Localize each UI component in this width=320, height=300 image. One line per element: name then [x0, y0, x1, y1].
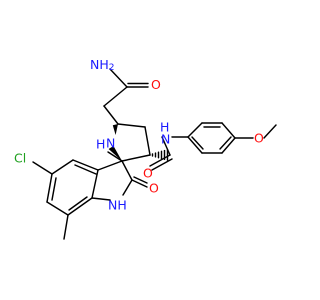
bond: [151, 158, 173, 171]
bond: [51, 177, 57, 201]
methoxyphenyl-ring: [187, 122, 277, 154]
indoline-nh-label: NH: [108, 198, 127, 213]
amide-oxygen-label: O: [151, 77, 161, 92]
oxindole-oxygen-label: O: [149, 181, 159, 196]
wedge-bond: [108, 146, 122, 161]
bond: [131, 179, 148, 188]
pyrrolidine-nitrogen-label: H: [96, 137, 105, 152]
bond: [121, 160, 133, 181]
bond: [91, 197, 111, 201]
pyrrolidine-ring: [107, 123, 151, 162]
carboxamide-oxygen-label: O: [143, 166, 153, 181]
bond: [97, 160, 123, 171]
nh-text: NH: [90, 57, 109, 72]
carboxamide-group: [149, 136, 189, 171]
bond: [68, 196, 88, 211]
bond: [144, 126, 151, 156]
bond: [187, 136, 203, 154]
chloro-label: Cl: [14, 151, 26, 166]
pyrrolidine-nitrogen-label: N: [106, 136, 115, 151]
bond: [161, 136, 171, 156]
bond: [32, 161, 53, 175]
subscript-2: 2: [109, 63, 115, 73]
bond: [46, 201, 69, 216]
bond: [191, 136, 204, 150]
anilide-nitrogen-label: N: [161, 132, 170, 147]
bond: [122, 179, 133, 196]
bond: [221, 137, 236, 154]
bond: [74, 164, 97, 175]
wedge-bond: [112, 124, 118, 135]
bond: [63, 214, 69, 240]
bond: [72, 159, 99, 171]
bond: [121, 154, 151, 162]
bond: [219, 136, 232, 150]
bond: [187, 122, 203, 138]
bond: [109, 68, 128, 88]
amide-nh2-label: NH2: [90, 57, 114, 74]
bond: [46, 173, 53, 203]
bond: [91, 169, 99, 199]
bond: [103, 105, 119, 125]
bond: [67, 197, 93, 216]
bond: [149, 154, 171, 167]
bond: [133, 176, 148, 184]
bond: [263, 124, 277, 139]
anilide-nitrogen-label: H: [160, 120, 169, 135]
molecule-structure: NH2 O H N H N O O Cl O NH: [14, 57, 277, 240]
bond: [103, 86, 128, 107]
methoxy-oxygen-label: O: [254, 131, 264, 146]
bond: [221, 122, 236, 139]
bond: [117, 123, 146, 128]
benzene-ring: [32, 159, 99, 240]
acetamide-side-chain: [103, 68, 149, 125]
hashed-wedge-bond: [151, 149, 169, 161]
oxindole-five-ring: [91, 160, 148, 201]
bond: [51, 159, 74, 175]
bond: [107, 151, 123, 162]
